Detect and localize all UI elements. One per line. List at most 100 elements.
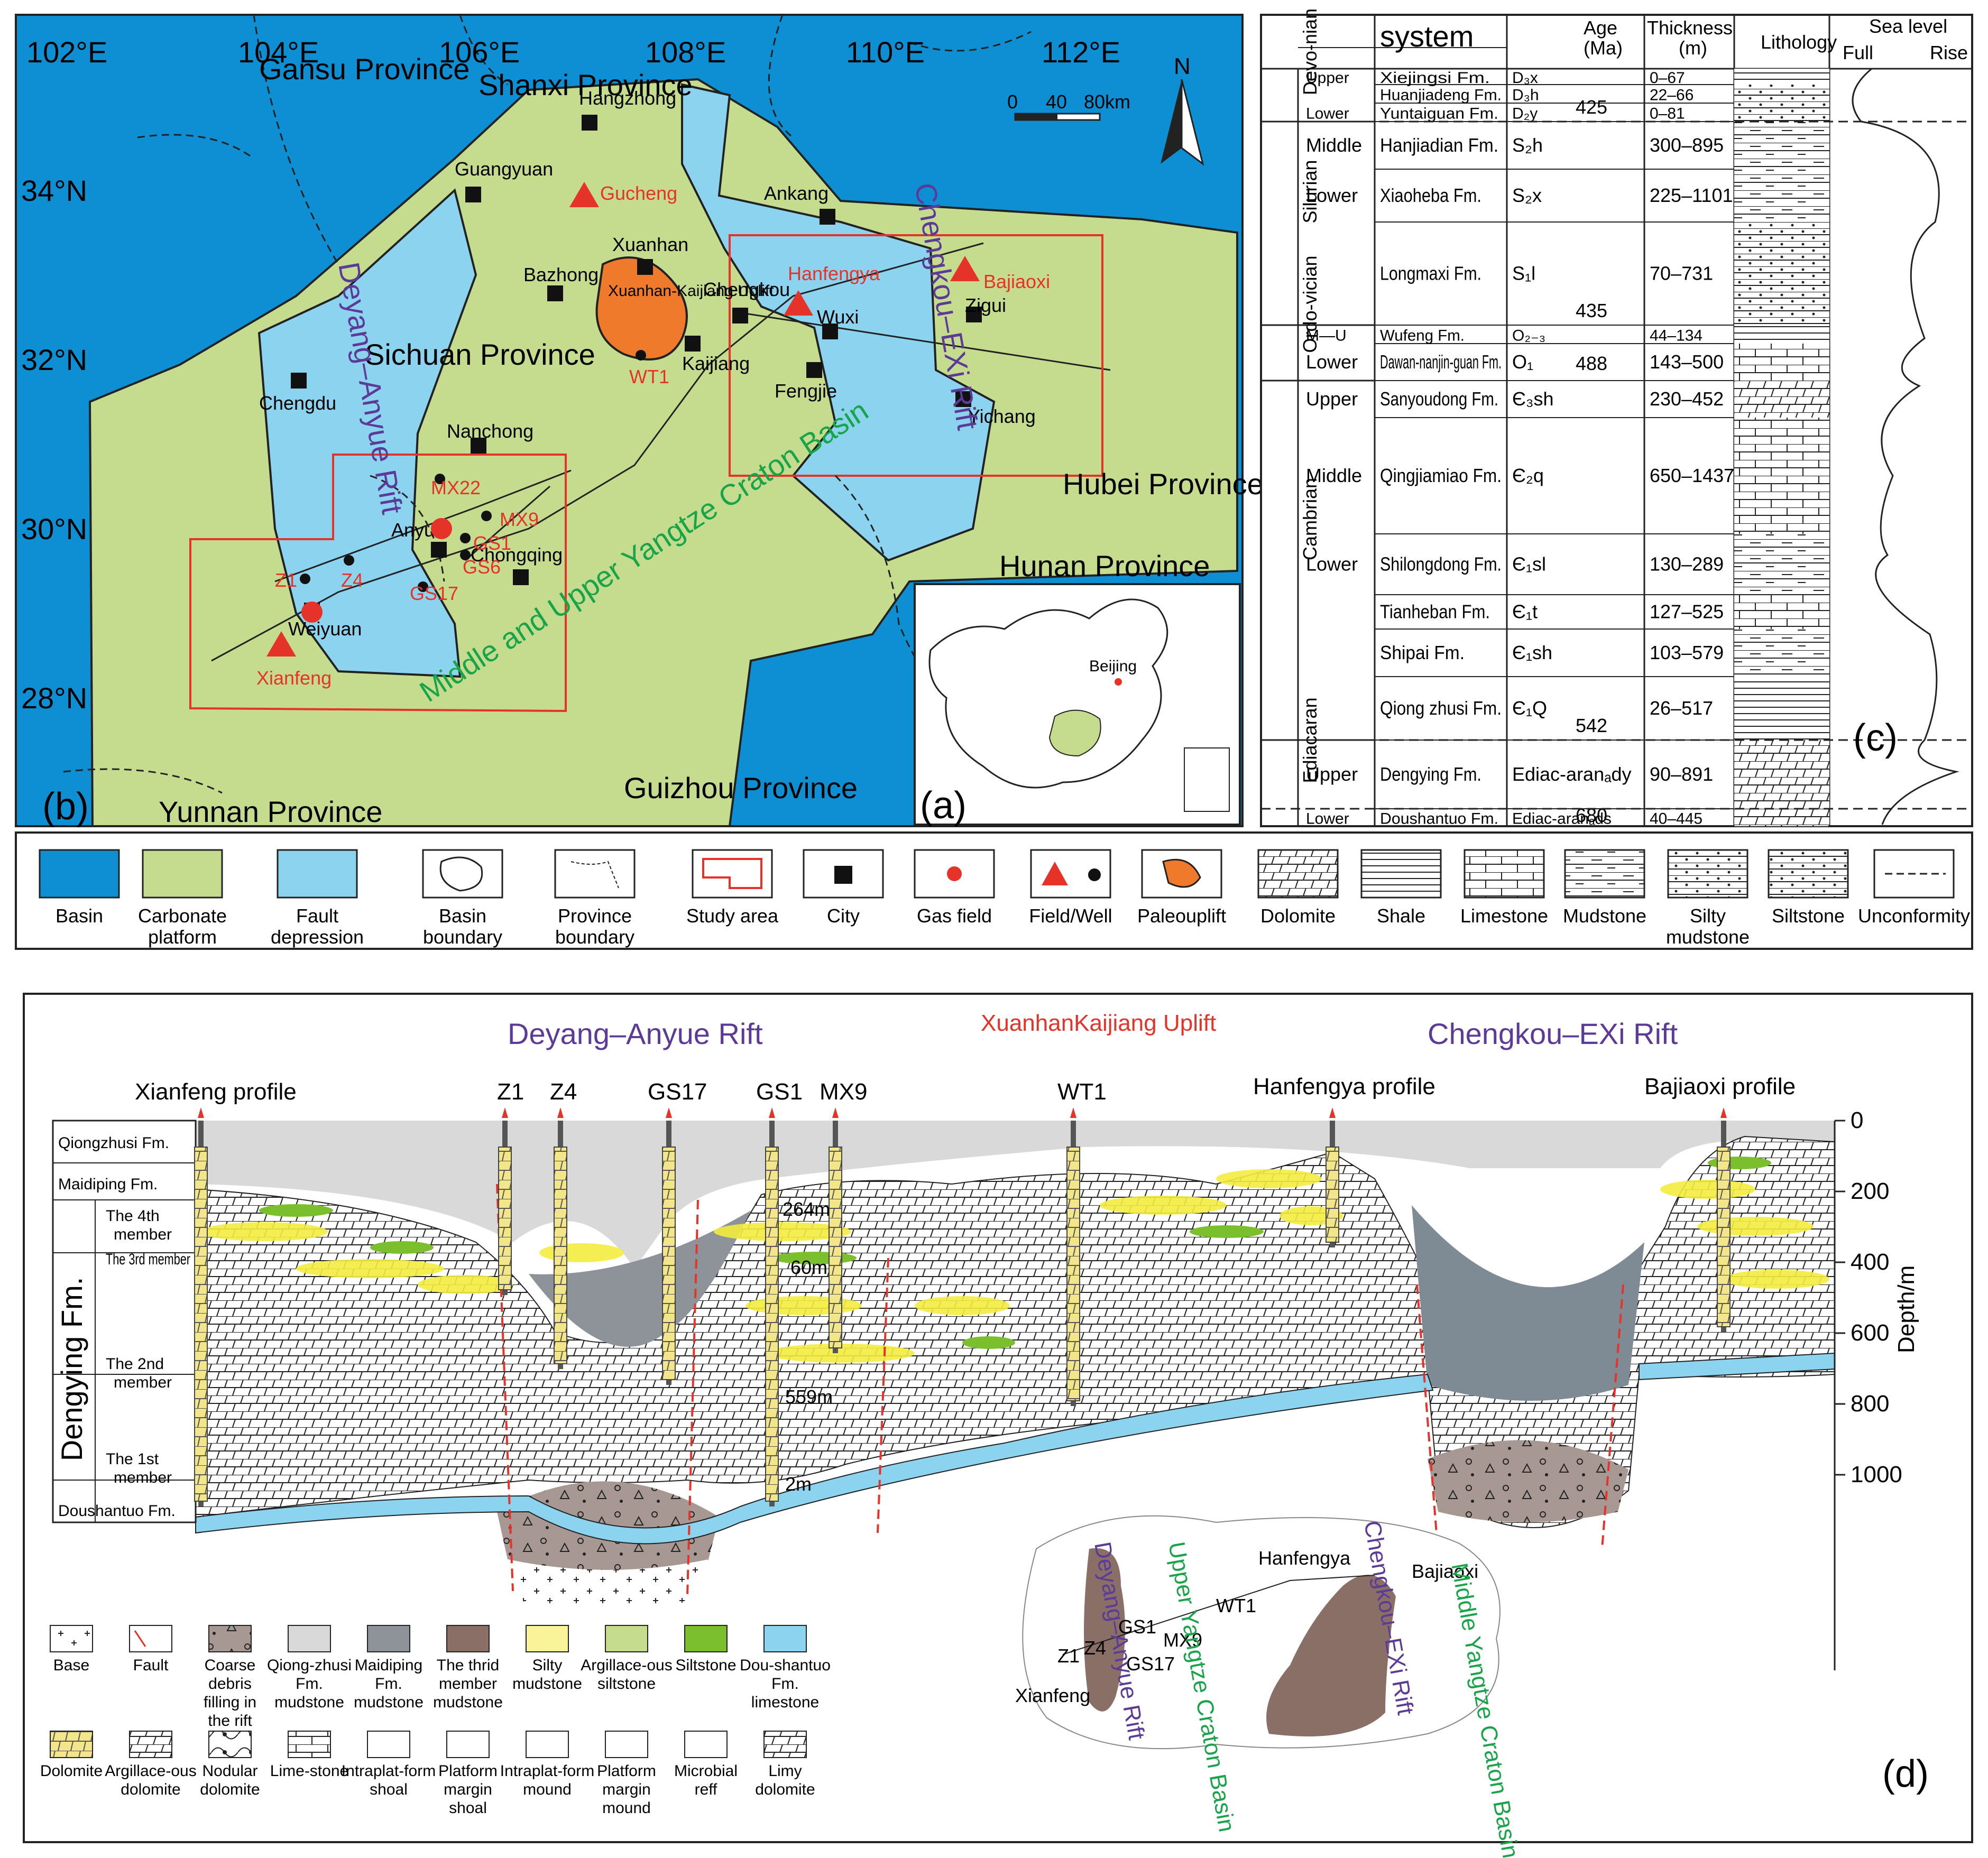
age-value: 488 [1576,353,1607,374]
legend-label: dolomite [755,1781,815,1798]
legend-swatch [1564,849,1645,899]
thickness-label: 264m [783,1198,830,1220]
formation-code: Є₂q [1512,465,1544,486]
legend-label: reff [695,1781,717,1798]
formation-code: Є₃sh [1512,388,1554,410]
series-label: M—U [1306,327,1347,345]
thickness-value: 127–525 [1650,601,1724,623]
legend-label: Fault [296,905,338,927]
lat-tick-label: 30°N [21,512,87,546]
legend-swatch [39,849,120,899]
field-triangle-icon [569,182,599,207]
strat-label: The 2nd [106,1355,164,1373]
formation-name: Yuntaiguan Fm. [1380,105,1498,123]
lithology-cell [1734,629,1829,677]
formation-name: Hanjiadian Fm. [1380,134,1498,156]
field-label: Gucheng [600,182,677,204]
thickness-value: 0–81 [1650,105,1685,123]
strat-label: Dengying Fm. [55,1277,88,1462]
field-icon [1042,862,1068,885]
north-arrow-icon: N [1161,53,1204,166]
well-arrow-icon [769,1107,775,1118]
legend-label: margin [602,1781,651,1798]
header-rise: Rise [1930,42,1968,63]
city-label: Chongqing [471,544,563,566]
formation-name: Sanyoudong Fm. [1380,388,1498,410]
svg-text:40: 40 [1046,91,1067,113]
province-label: Gansu Province [259,52,470,86]
depth-tick-label: 600 [1851,1320,1889,1346]
lithology-cell [1734,381,1829,418]
formation-code: Ediac-aranₐds [1512,810,1612,828]
legend-label: Nodular [202,1762,257,1780]
legend-swatch [277,849,358,899]
well-dot-icon [460,533,471,543]
field-triangle-icon [266,631,296,657]
siltstone-lens [259,1204,333,1217]
lon-tick-label: 112°E [1042,35,1120,69]
city-square-icon [637,259,653,275]
panel-d-label: (d) [1882,1753,1929,1795]
province-boundary-icon [570,861,619,889]
svg-text:80km: 80km [1084,91,1130,113]
city-square-icon [547,285,563,301]
province-label: Shanxi Province [478,68,693,101]
province-label: Hunan Province [999,549,1210,583]
legend-label: Base [53,1657,89,1674]
city-square-icon [966,307,982,322]
legend-label: Limestone [1460,905,1548,927]
thickness-label: 60m [790,1256,827,1278]
shoal-lens [1660,1180,1755,1199]
city-label: Bazhong [523,264,599,285]
gas-field-icon [431,518,452,539]
province-boundaries [63,14,1032,794]
legend-label: Limy [768,1762,802,1780]
strat-label: The 1st [106,1450,159,1468]
strat-label: Maidiping Fm. [58,1176,158,1193]
city-square-icon [822,323,838,339]
legend-label: dolomite [200,1781,260,1798]
series-label: Upper [1306,388,1358,410]
field-label: Xianfeng [256,667,332,689]
legend-swatch [1360,849,1442,899]
formation-code: O₂₋₃ [1512,327,1545,345]
province-label: Guizhou Province [624,771,858,805]
city-square-icon [806,362,822,378]
legend-label: Intraplat-form [342,1762,436,1780]
strat-label: Qiongzhusi Fm. [58,1134,169,1152]
strat-column-frame [52,1120,197,1523]
series-label: Upper [1306,763,1358,785]
legend-label: shoal [370,1781,408,1798]
well-label: GS1 [473,532,511,554]
lithology-cell [1734,122,1829,169]
doushantuo-limestone [195,1373,1434,1545]
series-label: Lower [1306,810,1349,828]
city-label: Nanchong [447,420,533,442]
age-value: 425 [1576,96,1607,118]
fault-icon [134,1630,146,1647]
thickness-label: 559m [785,1386,833,1408]
legend-label: member [439,1675,497,1693]
lithology-cell [1734,677,1829,740]
lat-tick-label: 34°N [21,174,87,207]
well-log-column [662,1147,676,1380]
legend-swatch [50,1731,93,1758]
formation-name: Wufeng Fm. [1380,327,1465,345]
well-log-column [1326,1147,1339,1243]
legend-swatch [526,1625,569,1652]
system-label: Ordo-vician [1299,255,1321,353]
city-square-icon [465,187,481,202]
legend-swatch [446,1731,490,1758]
formation-name: Huanjiadeng Fm. [1380,87,1502,104]
thickness-value: 143–500 [1650,351,1724,373]
legend-label: Fm. [375,1675,402,1693]
city-square-icon [582,115,597,131]
well-dot-icon [481,511,492,521]
legend-swatch [142,849,223,899]
city-label: Yichang [968,405,1036,427]
formation-code: S₂x [1512,184,1542,206]
thickness-value: 40–445 [1650,810,1702,828]
legend-swatch [526,1731,569,1758]
